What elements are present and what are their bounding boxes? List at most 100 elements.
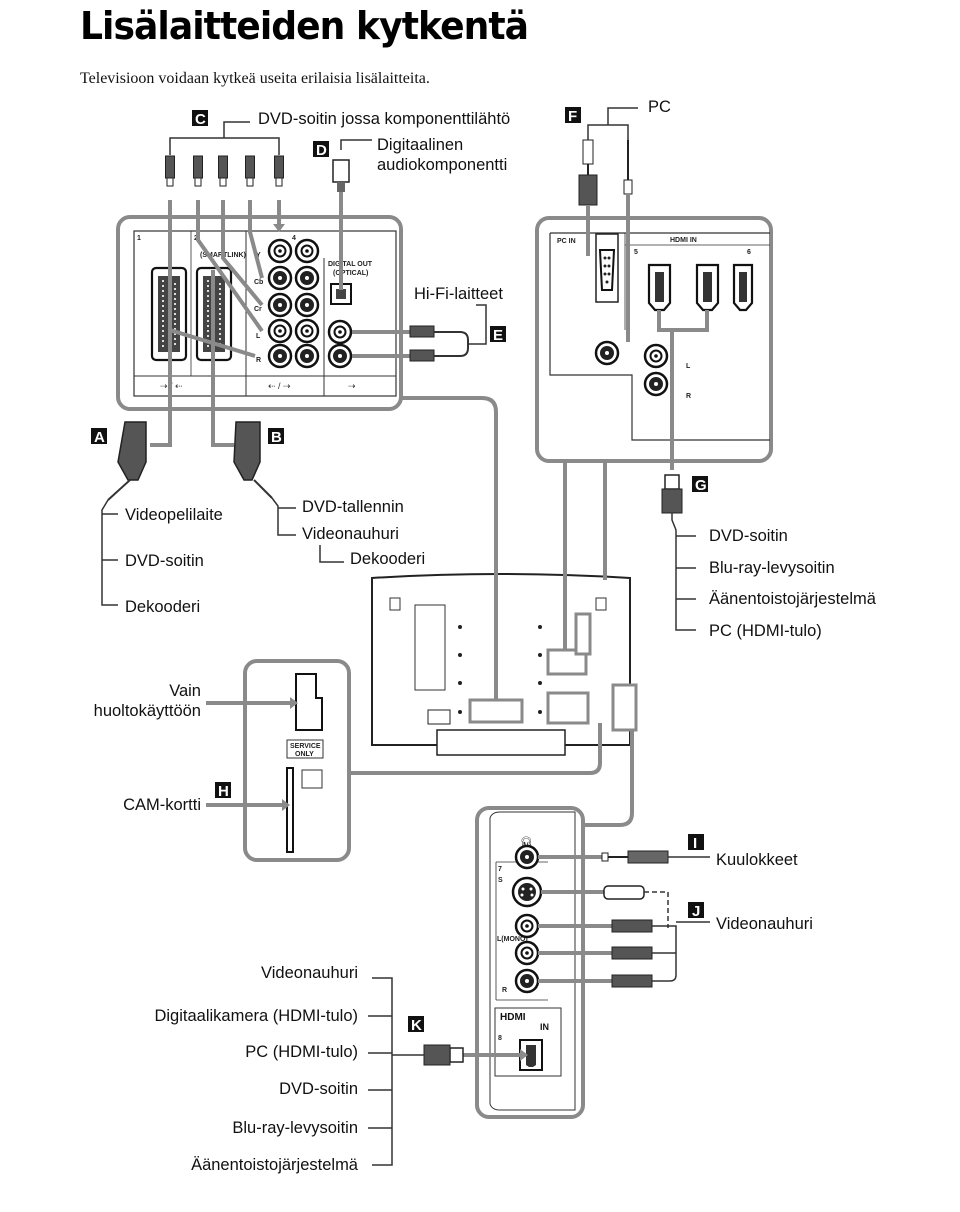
badge-k <box>408 1016 424 1032</box>
badge-h <box>215 782 231 798</box>
a-device-3: Dekooderi <box>125 598 200 616</box>
a-device-2: DVD-soitin <box>125 552 204 570</box>
i-device-label: Kuulokkeet <box>716 851 798 869</box>
badge-b-letter: B <box>271 429 282 446</box>
k-device-6: Äänentoistojärjestelmä <box>191 1156 359 1174</box>
badge-c-letter: C <box>195 111 206 128</box>
badge-g-letter: G <box>695 477 707 494</box>
video-in-jack <box>514 913 540 939</box>
headphone-icon: 🎧︎ <box>520 836 533 848</box>
cam-arrowhead <box>282 799 290 811</box>
panel-port-1-label: 1 <box>137 235 141 242</box>
b-device-1: DVD-tallennin <box>302 498 404 516</box>
hifi-out-l-jack <box>327 319 353 345</box>
a-scart-cable <box>101 270 172 606</box>
right-rear-panel: PC IN HDMI IN 5 6 L R <box>535 216 773 463</box>
badge-d <box>313 141 329 157</box>
page-title: Lisälaitteiden kytkentä <box>80 4 529 48</box>
left-rear-panel: 1 2 (SMARTLINK) 4 Y Cb Cr L R DIGITAL OU… <box>116 215 403 411</box>
tv-rear-view <box>371 573 638 756</box>
hifi-out-r-jack <box>327 343 353 369</box>
pc-vga-port <box>595 233 619 303</box>
b-scart-cable <box>211 270 344 563</box>
badge-e <box>490 326 506 342</box>
hdmi-port-6-label: 6 <box>747 249 751 256</box>
intro-text: Televisioon voidaan kytkeä useita erilai… <box>80 70 430 87</box>
k-hdmi-cable <box>368 977 528 1166</box>
k-device-2: Digitaalikamera (HDMI-tulo) <box>154 1007 358 1025</box>
badge-e-letter: E <box>493 327 503 344</box>
s-video-label: S <box>498 877 503 884</box>
side-audio-r-label: R <box>502 987 507 994</box>
pc-audio-r-label: R <box>686 393 691 400</box>
c-component-plugs <box>165 155 284 187</box>
optical-out-icon: ⇢ <box>348 381 356 391</box>
hdmi-port-5 <box>647 263 672 312</box>
i-headphone-cable <box>538 850 710 864</box>
hdmi-in-label: HDMI IN <box>670 237 697 244</box>
hdmi-port-6 <box>732 263 754 312</box>
f-device-label: PC <box>648 98 671 116</box>
e-hifi-cables <box>352 304 487 362</box>
hdmi-port-5-label: 5 <box>634 249 638 256</box>
s-video-jack <box>511 876 543 908</box>
badge-h-letter: H <box>218 783 229 800</box>
g-device-1: DVD-soitin <box>709 527 788 545</box>
side-panel: 🎧︎ 7 S L(MONO) R HDMI IN 8 <box>475 806 585 1119</box>
badge-g <box>692 476 708 492</box>
pc-audio-jack <box>594 340 620 366</box>
side-port-8-label: 8 <box>498 1035 502 1042</box>
side-hdmi-logo: HDMI <box>500 1012 526 1023</box>
h-device-label: CAM-kortti <box>123 796 201 814</box>
g-device-3: Äänentoistojärjestelmä <box>709 590 877 608</box>
hdmi-port-hidden <box>695 263 720 312</box>
digital-out-optical-label: (OPTICAL) <box>333 270 368 277</box>
k-device-4: DVD-soitin <box>279 1080 358 1098</box>
service-label-line2: huoltokäyttöön <box>94 702 201 720</box>
service-cam-panel: SERVICE ONLY <box>243 659 351 862</box>
service-only-label-line2: ONLY <box>295 751 314 758</box>
d-device-label-line2: audiokomponentti <box>377 156 507 174</box>
g-device-2: Blu-ray-levysoitin <box>709 559 835 577</box>
k-device-1: Videonauhuri <box>261 964 358 982</box>
component-y-label: Y <box>256 252 261 259</box>
component-cr-label: Cr <box>254 306 262 313</box>
badge-b <box>268 428 284 444</box>
badge-a <box>91 428 107 444</box>
component-cb-label: Cb <box>254 279 263 286</box>
component-y-arrow <box>273 224 285 232</box>
badge-d-letter: D <box>316 142 327 159</box>
j-device-label: Videonauhuri <box>716 915 813 933</box>
badge-f-letter: F <box>568 108 577 125</box>
audio-r-jack <box>514 968 540 994</box>
badge-c <box>192 110 208 126</box>
panel-connector-lines <box>347 396 634 827</box>
j-av-cables <box>538 885 710 988</box>
component-io-icon: ⇠ / ⇢ <box>268 381 291 391</box>
badge-i <box>688 834 704 850</box>
k-device-3: PC (HDMI-tulo) <box>245 1043 358 1061</box>
g-hdmi-cable <box>657 310 709 631</box>
headphone-jack <box>514 844 540 870</box>
panel-port-4-label: 4 <box>292 235 296 242</box>
pc-in-label: PC IN <box>557 238 576 245</box>
mono-label: L(MONO) <box>497 936 528 943</box>
audio-l-mono-jack <box>514 940 540 966</box>
digital-out-label: DIGITAL OUT <box>328 261 373 268</box>
side-hdmi-in-label: IN <box>540 1022 549 1032</box>
a-device-1: Videopelilaite <box>125 506 223 524</box>
badge-f <box>565 107 581 123</box>
service-only-label-line1: SERVICE <box>290 743 321 750</box>
audio-r-label: R <box>256 357 261 364</box>
d-device-label-line1: Digitaalinen <box>377 136 463 154</box>
pc-audio-l-label: L <box>686 363 691 370</box>
c-device-label: DVD-soitin jossa komponenttilähtö <box>258 110 510 128</box>
k-device-5: Blu-ray-levysoitin <box>232 1119 358 1137</box>
e-device-label: Hi-Fi-laitteet <box>414 285 503 303</box>
g-device-4: PC (HDMI-tulo) <box>709 622 822 640</box>
side-port-7-label: 7 <box>498 866 502 873</box>
audio-l-label: L <box>256 333 261 340</box>
badge-j-letter: J <box>692 903 700 920</box>
d-optical-cable <box>332 139 372 290</box>
badge-k-letter: K <box>411 1017 422 1034</box>
